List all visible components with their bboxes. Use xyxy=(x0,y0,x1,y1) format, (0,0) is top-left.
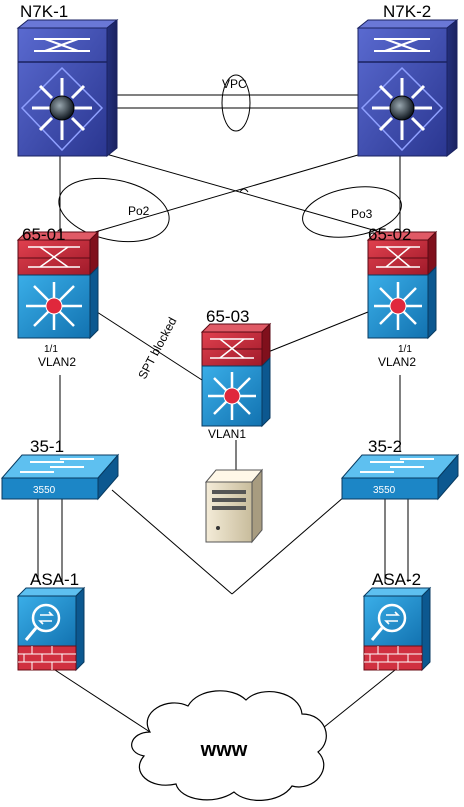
n7k1-label: N7K-1 xyxy=(20,2,68,21)
crossing-hop xyxy=(239,188,249,193)
n7k2-crossbar-icon xyxy=(374,38,430,52)
sw352-label: 35-2 xyxy=(368,437,402,456)
cloud-shape xyxy=(131,690,327,801)
sw6502-label: 65-02 xyxy=(368,225,411,244)
asa1-firewall-icon xyxy=(17,645,77,671)
link-6502-6503 xyxy=(267,311,369,353)
n7k2-top xyxy=(356,19,459,29)
asa2-device[interactable] xyxy=(362,586,432,672)
n7k2-orb-icon xyxy=(389,95,415,121)
sw6501-vlan: VLAN2 xyxy=(38,355,76,369)
vpc-label: VPC xyxy=(222,77,247,91)
link-6501-6503 xyxy=(96,311,203,381)
internet-label: www xyxy=(200,739,248,761)
n7k1-device[interactable] xyxy=(16,18,119,158)
link-352-cross xyxy=(231,489,353,595)
n7k1-side xyxy=(106,18,118,158)
link-351-cross xyxy=(111,489,233,595)
asa1-label: ASA-1 xyxy=(30,570,79,589)
n7k1-router-arrows-icon xyxy=(32,78,92,140)
server-icon[interactable] xyxy=(204,468,264,544)
sw6501-core-icon xyxy=(45,297,63,315)
sw6502-core-icon xyxy=(389,297,407,315)
portchannel-ellipses xyxy=(58,74,402,243)
sw351-arrows-icon xyxy=(20,458,94,473)
link-asa2-www xyxy=(317,669,396,733)
sw352-arrows-icon xyxy=(360,458,434,473)
sw6503-label: 65-03 xyxy=(206,307,249,326)
links-layer xyxy=(37,94,409,733)
sw6502-vlan: VLAN2 xyxy=(378,355,416,369)
sw6502-crossbar-icon xyxy=(376,246,420,268)
sw6501-port: 1/1 xyxy=(44,344,58,355)
sw6503-device[interactable] xyxy=(200,322,272,428)
sw351-label: 35-1 xyxy=(30,437,64,456)
sw6503-vlan: VLAN1 xyxy=(208,427,246,441)
internet-cloud-icon[interactable] xyxy=(131,690,327,801)
link-n7k2-6501 xyxy=(94,149,376,233)
po3-label: Po3 xyxy=(351,207,373,221)
asa1-device[interactable] xyxy=(16,586,86,672)
link-asa1-www xyxy=(54,669,151,733)
n7k1-crossbar-icon xyxy=(34,38,90,52)
asa2-lens-icon xyxy=(377,603,407,633)
asa2-label: ASA-2 xyxy=(372,570,421,589)
n7k2-device[interactable] xyxy=(356,18,459,158)
spt-blocked-label: SPT blocked xyxy=(135,315,179,381)
sw351-model: 3550 xyxy=(33,485,56,496)
asa2-firewall-icon xyxy=(363,645,423,671)
vpc-ellipse xyxy=(221,74,251,132)
sw351-front xyxy=(1,477,99,500)
sw352-device[interactable] xyxy=(340,453,460,501)
n7k2-label: N7K-2 xyxy=(383,2,431,21)
sw6501-label: 65-01 xyxy=(22,225,65,244)
sw6502-device[interactable] xyxy=(366,230,438,340)
po3-ellipse xyxy=(302,186,402,238)
n7k1-orb-icon xyxy=(49,95,75,121)
sw6501-device[interactable] xyxy=(16,230,100,340)
n7k2-router-arrows-icon xyxy=(372,78,432,140)
sw352-front xyxy=(341,477,439,500)
sw351-device[interactable] xyxy=(0,453,120,501)
asa1-lens-icon xyxy=(31,603,61,633)
sw352-model: 3550 xyxy=(373,485,396,496)
po2-ellipse xyxy=(58,177,170,243)
sw6502-port: 1/1 xyxy=(398,344,412,355)
n7k1-top xyxy=(16,19,119,29)
sw6501-crossbar-icon xyxy=(28,246,80,268)
sw6503-core-icon xyxy=(223,387,241,405)
sw6503-crossbar-icon xyxy=(210,338,254,359)
po2-label: Po2 xyxy=(128,204,150,218)
n7k2-side xyxy=(446,18,458,158)
